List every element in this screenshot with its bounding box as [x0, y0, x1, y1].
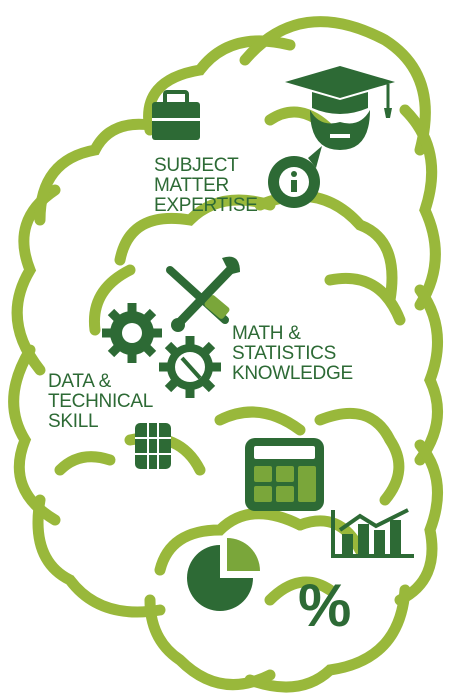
label-line: EXPERTISE	[154, 195, 258, 216]
label-subject-matter-expertise: SUBJECT MATTER EXPERTISE	[154, 156, 258, 216]
label-math-statistics-knowledge: MATH & STATISTICS KNOWLEDGE	[232, 324, 353, 384]
gear-icon	[159, 336, 221, 398]
label-data-technical-skill: DATA & TECHNICAL SKILL	[48, 372, 153, 432]
label-line: MATTER	[154, 175, 229, 196]
label-line: DATA &	[48, 371, 111, 392]
gear-icon	[102, 303, 162, 363]
bar-chart-icon	[331, 508, 414, 558]
label-line: TECHNICAL	[48, 391, 153, 412]
wrench-screwdriver-icon	[166, 256, 240, 332]
graduate-icon	[285, 66, 395, 150]
briefcase-icon	[152, 90, 200, 140]
info-icon	[268, 146, 322, 208]
label-line: SUBJECT	[154, 155, 239, 176]
percent-icon: %	[298, 572, 352, 639]
chip-icon	[135, 423, 171, 469]
label-line: KNOWLEDGE	[232, 363, 353, 384]
calculator-icon	[245, 438, 324, 511]
label-line: MATH &	[232, 323, 301, 344]
label-line: SKILL	[48, 411, 99, 432]
label-line: STATISTICS	[232, 343, 336, 364]
pie-chart-icon	[187, 538, 260, 611]
